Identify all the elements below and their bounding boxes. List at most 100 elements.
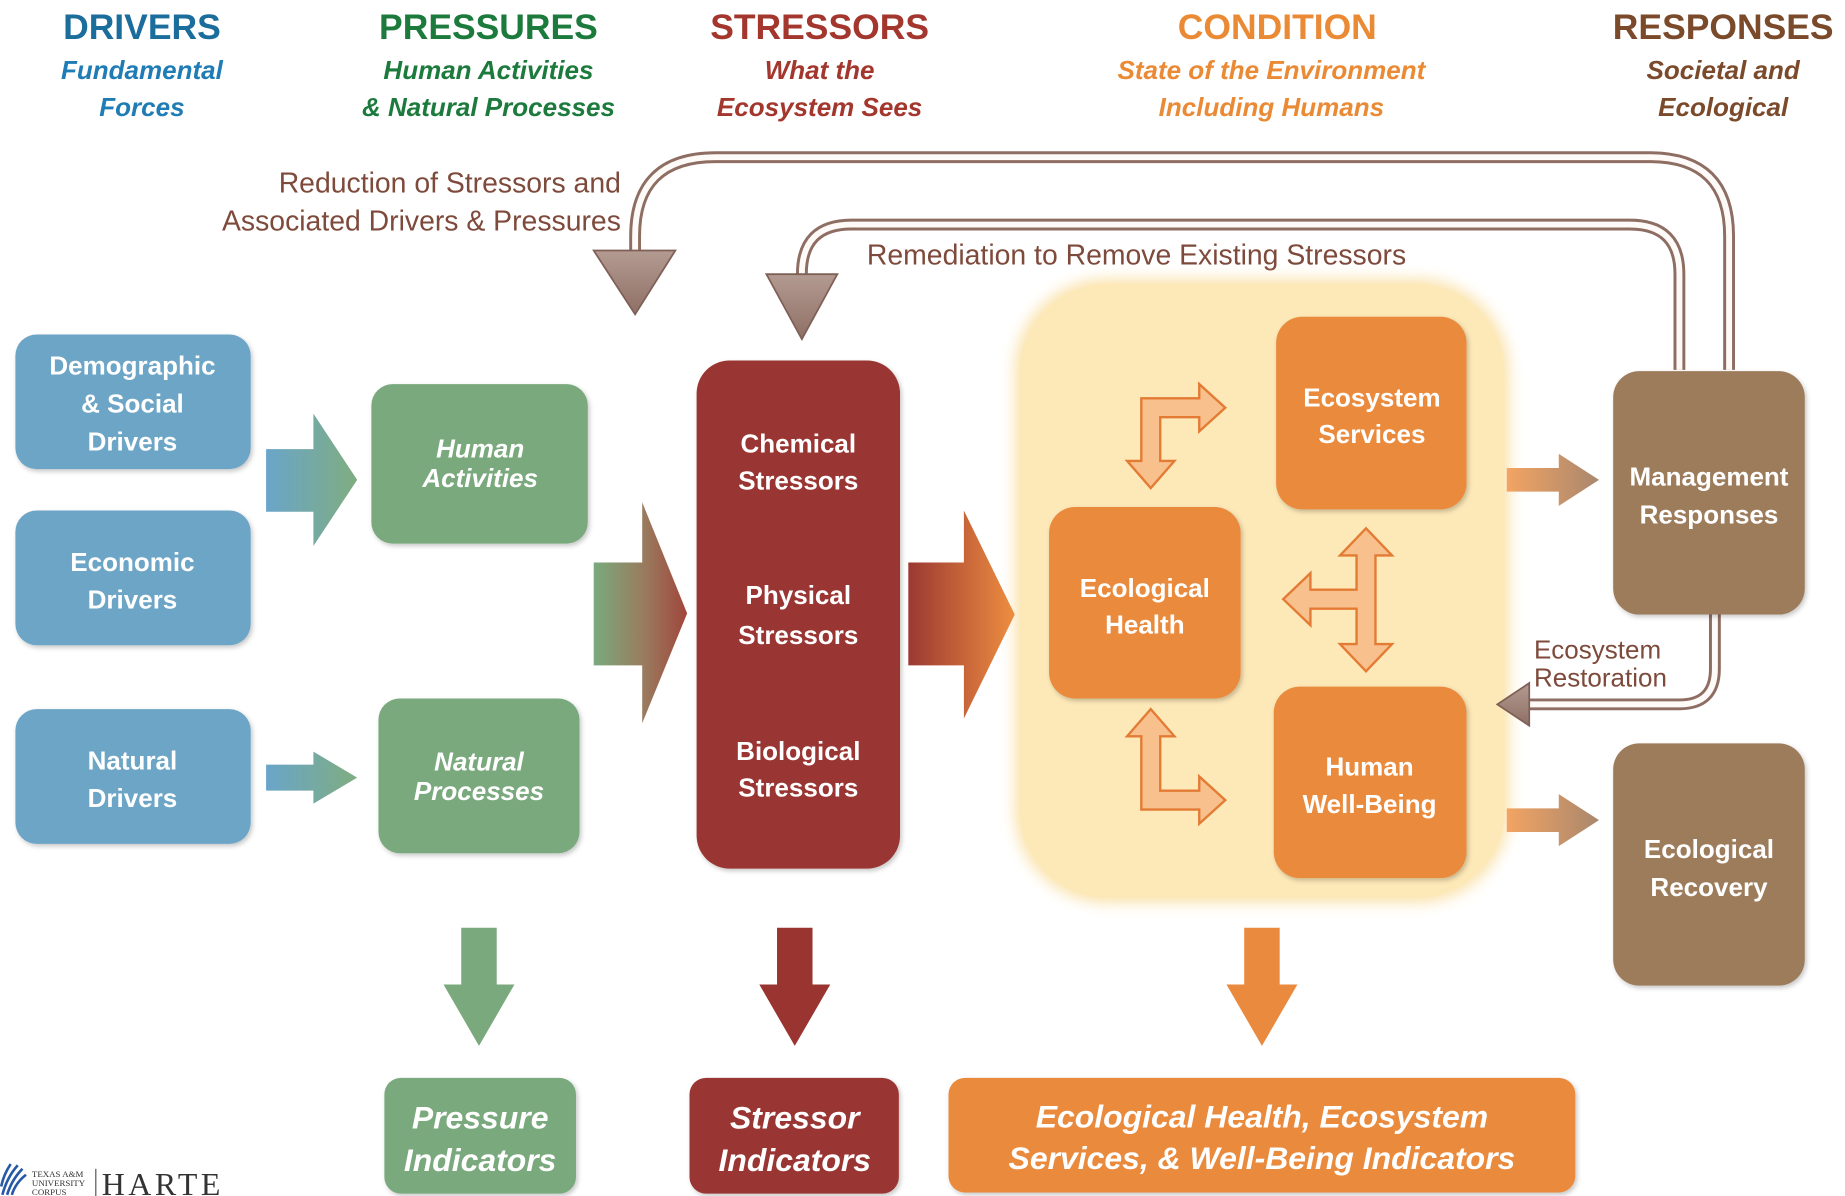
node-management-responses: Management Responses [1613, 371, 1805, 615]
node-label-line: Ecological [1644, 834, 1774, 864]
logo-institution-line: UNIVERSITY [32, 1178, 86, 1188]
node-box [1049, 507, 1241, 699]
node-stressor-indicators: Stressor Indicators [689, 1077, 899, 1194]
node-label-line: Drivers [88, 783, 178, 813]
header-subtitle-line: Forces [99, 92, 184, 122]
node-box [689, 1077, 899, 1194]
header-subtitle-line: Societal and [1647, 55, 1801, 85]
logo-mark-icon [0, 1163, 27, 1196]
header-subtitle-line: Including Humans [1159, 92, 1384, 122]
header-condition: CONDITION State of the Environment Inclu… [1117, 7, 1426, 122]
node-label-line: Health [1105, 609, 1184, 639]
feedback-label-line: Associated Drivers & Pressures [222, 205, 621, 237]
feedback-reduction-loop: Reduction of Stressors and Associated Dr… [222, 151, 1736, 370]
node-label-line: Chemical [740, 429, 856, 459]
arrow-down-icon [759, 927, 831, 1046]
bidirectional-bent-arrow-icon [1124, 707, 1228, 827]
node-label-line: Ecological Health, Ecosystem [1036, 1098, 1488, 1134]
header-subtitle-line: & Natural Processes [362, 92, 615, 122]
logo-institution-line: CORPUS [32, 1187, 67, 1196]
arrow-right-icon [266, 413, 358, 546]
node-label-line: Recovery [1650, 872, 1768, 902]
pressures-group: Human Activities Natural Processes [371, 384, 588, 854]
node-label-line: Activities [421, 463, 538, 493]
node-label-line: Ecological [1080, 573, 1210, 603]
node-box [384, 1077, 576, 1194]
header-responses: RESPONSES Societal and Ecological [1613, 7, 1834, 122]
node-box [948, 1077, 1576, 1193]
header-drivers: DRIVERS Fundamental Forces [61, 7, 224, 122]
node-human-well-being: Human Well-Being [1273, 686, 1467, 879]
arrow-down-icon [1226, 927, 1298, 1046]
responses-group: Management Responses Ecological Recovery [1613, 371, 1805, 986]
node-label-line: Biological [736, 736, 860, 766]
node-ecological-health: Ecological Health [1049, 507, 1241, 699]
node-label-line: Ecosystem [1303, 383, 1440, 413]
arrow-right-icon [1506, 794, 1599, 847]
node-box [696, 360, 901, 869]
node-label-line: Human [1325, 751, 1413, 781]
node-ecological-recovery: Ecological Recovery [1613, 743, 1805, 986]
feedback-label-line: Reduction of Stressors and [279, 168, 621, 200]
node-label-line: Services, & Well-Being Indicators [1009, 1140, 1516, 1176]
node-ecosystem-services: Ecosystem Services [1276, 316, 1467, 510]
node-label-line: Physical [746, 580, 852, 610]
harte-institute-logo: TEXAS A&M UNIVERSITY CORPUS HARTE [0, 1163, 224, 1196]
node-demographic-social-drivers: Demographic & Social Drivers [15, 334, 251, 470]
node-label-line: Well-Being [1303, 789, 1437, 819]
arrow-right-icon [593, 502, 688, 724]
feedback-label: Remediation to Remove Existing Stressors [867, 240, 1406, 272]
node-label-line: Indicators [404, 1142, 557, 1178]
feedback-remediation-loop: Remediation to Remove Existing Stressors [764, 218, 1686, 370]
header-stressors: STRESSORS What the Ecosystem Sees [710, 7, 929, 122]
node-natural-drivers: Natural Drivers [15, 709, 251, 844]
arrow-right-icon [266, 751, 358, 804]
arrowhead-left-icon [1495, 681, 1531, 728]
logo-name: HARTE [102, 1167, 224, 1196]
node-label-line: Natural [434, 747, 524, 777]
feedback-connector-core [798, 221, 1683, 370]
header-subtitle-line: Ecological [1658, 92, 1789, 122]
node-box [1613, 743, 1805, 986]
node-label-line: Pressure [412, 1100, 549, 1136]
node-label-line: Demographic [49, 351, 215, 381]
header-title: STRESSORS [710, 7, 929, 47]
node-label-line: Management [1630, 462, 1789, 492]
feedback-label-line: Restoration [1534, 663, 1667, 693]
indicators-group: Pressure Indicators Stressor Indicators … [384, 1077, 1576, 1194]
node-label-line: Drivers [88, 585, 178, 615]
condition-group: Ecosystem Services Ecological Health Hum… [1049, 316, 1467, 879]
header-title: CONDITION [1178, 7, 1377, 47]
header-title: PRESSURES [379, 7, 598, 47]
node-label-line: Services [1318, 419, 1425, 449]
bidirectional-bent-arrow-icon [1124, 381, 1228, 490]
feedback-label-line: Ecosystem [1534, 634, 1661, 664]
node-label-line: Economic [70, 547, 194, 577]
node-label-line: Stressors [738, 620, 858, 650]
arrow-right-icon [908, 510, 1015, 719]
three-way-arrow-icon [1281, 526, 1395, 673]
node-pressure-indicators: Pressure Indicators [384, 1077, 576, 1194]
arrow-right-icon [1506, 453, 1599, 506]
node-label-line: Indicators [718, 1142, 871, 1178]
node-label-line: Responses [1640, 500, 1779, 530]
header-subtitle-line: What the [765, 55, 875, 85]
node-label-line: Processes [414, 776, 544, 806]
logo-institution-line: TEXAS A&M [32, 1169, 84, 1179]
node-economic-drivers: Economic Drivers [15, 510, 251, 646]
flow-arrows [266, 413, 1599, 1046]
header-subtitle-line: Ecosystem Sees [717, 92, 922, 122]
feedback-restoration-loop: Ecosystem Restoration [1495, 614, 1721, 728]
node-box [1613, 371, 1805, 615]
node-condition-indicators: Ecological Health, Ecosystem Services, &… [948, 1077, 1576, 1193]
arrowhead-down-icon [764, 273, 839, 342]
node-human-activities: Human Activities [371, 384, 588, 544]
arrow-down-icon [443, 927, 515, 1046]
node-box [1276, 316, 1467, 510]
header-subtitle-line: State of the Environment [1117, 55, 1426, 85]
arrowhead-down-icon [592, 249, 677, 317]
node-box [1273, 686, 1467, 879]
header-subtitle-line: Fundamental [61, 55, 224, 85]
drivers-group: Demographic & Social Drivers Economic Dr… [15, 334, 251, 844]
